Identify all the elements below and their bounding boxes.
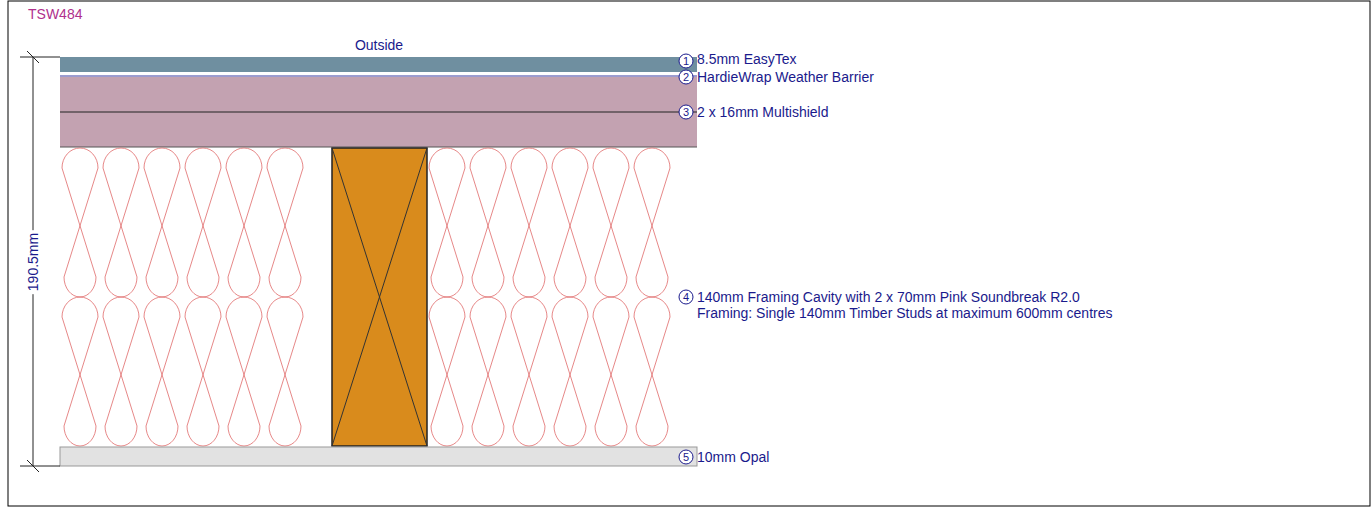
insulation-loop [593, 297, 629, 446]
dimension-tick [27, 51, 39, 63]
insulation-loop [470, 148, 506, 297]
framing-note: Framing: Single 140mm Timber Studs at ma… [697, 305, 1112, 321]
dimension-extension [20, 466, 60, 467]
insulation-loop [144, 148, 180, 297]
weather-barrier-line [60, 76, 697, 77]
callout-number: 2 [683, 69, 689, 85]
layer-name: 2 x 16mm Multishield [697, 104, 829, 120]
insulation-loop [185, 297, 221, 446]
stud-cross [332, 148, 427, 446]
weather-barrier-layer [60, 72, 697, 77]
insulation-loop [62, 148, 98, 297]
callout-number: 1 [683, 53, 689, 69]
insulation-loop [429, 148, 465, 297]
layer-name: HardieWrap Weather Barrier [697, 69, 874, 85]
callout-number: 3 [683, 104, 689, 120]
insulation-loop [634, 148, 670, 297]
dimension-tick [27, 460, 39, 472]
callout-circles [679, 54, 693, 464]
insulation-loop [103, 297, 139, 446]
dimension-extension [20, 57, 60, 58]
insulation-loop [511, 148, 547, 297]
multishield-layer [60, 77, 697, 147]
insulation-loop [593, 148, 629, 297]
insulation [62, 148, 670, 446]
insulation-loop [634, 297, 670, 446]
easytex-layer [60, 57, 697, 72]
weather-barrier-dash [60, 73, 697, 75]
insulation-loop [267, 148, 303, 297]
layer-name: 8.5mm EasyTex [697, 51, 797, 67]
multishield-joint [60, 111, 697, 112]
insulation-loop [267, 297, 303, 446]
side-label: Outside [355, 37, 403, 53]
timber-stud [332, 148, 427, 446]
insulation-loop [429, 297, 465, 446]
insulation-loop [470, 297, 506, 446]
callout-circle [679, 290, 693, 304]
stud-cross [332, 148, 427, 446]
callout-circle [679, 54, 693, 68]
callout-number: 4 [683, 289, 689, 305]
insulation-loop [62, 297, 98, 446]
insulation-loop [552, 297, 588, 446]
layer-name: 10mm Opal [697, 449, 769, 465]
callout-number: 5 [683, 449, 689, 465]
frame [8, 1, 1370, 506]
insulation-loop [226, 148, 262, 297]
callout-circle [679, 70, 693, 84]
insulation-loop [185, 148, 221, 297]
callout-circle [679, 105, 693, 119]
opal-layer [60, 447, 697, 466]
dimension: 190.5mm [25, 230, 41, 294]
insulation-loop [511, 297, 547, 446]
drawing-code: TSW484 [28, 6, 82, 22]
insulation-loop [144, 297, 180, 446]
insulation-loop [226, 297, 262, 446]
layer-name: 140mm Framing Cavity with 2 x 70mm Pink … [697, 289, 1080, 305]
insulation-loop [103, 148, 139, 297]
callout-circle [679, 450, 693, 464]
insulation-loop [552, 148, 588, 297]
